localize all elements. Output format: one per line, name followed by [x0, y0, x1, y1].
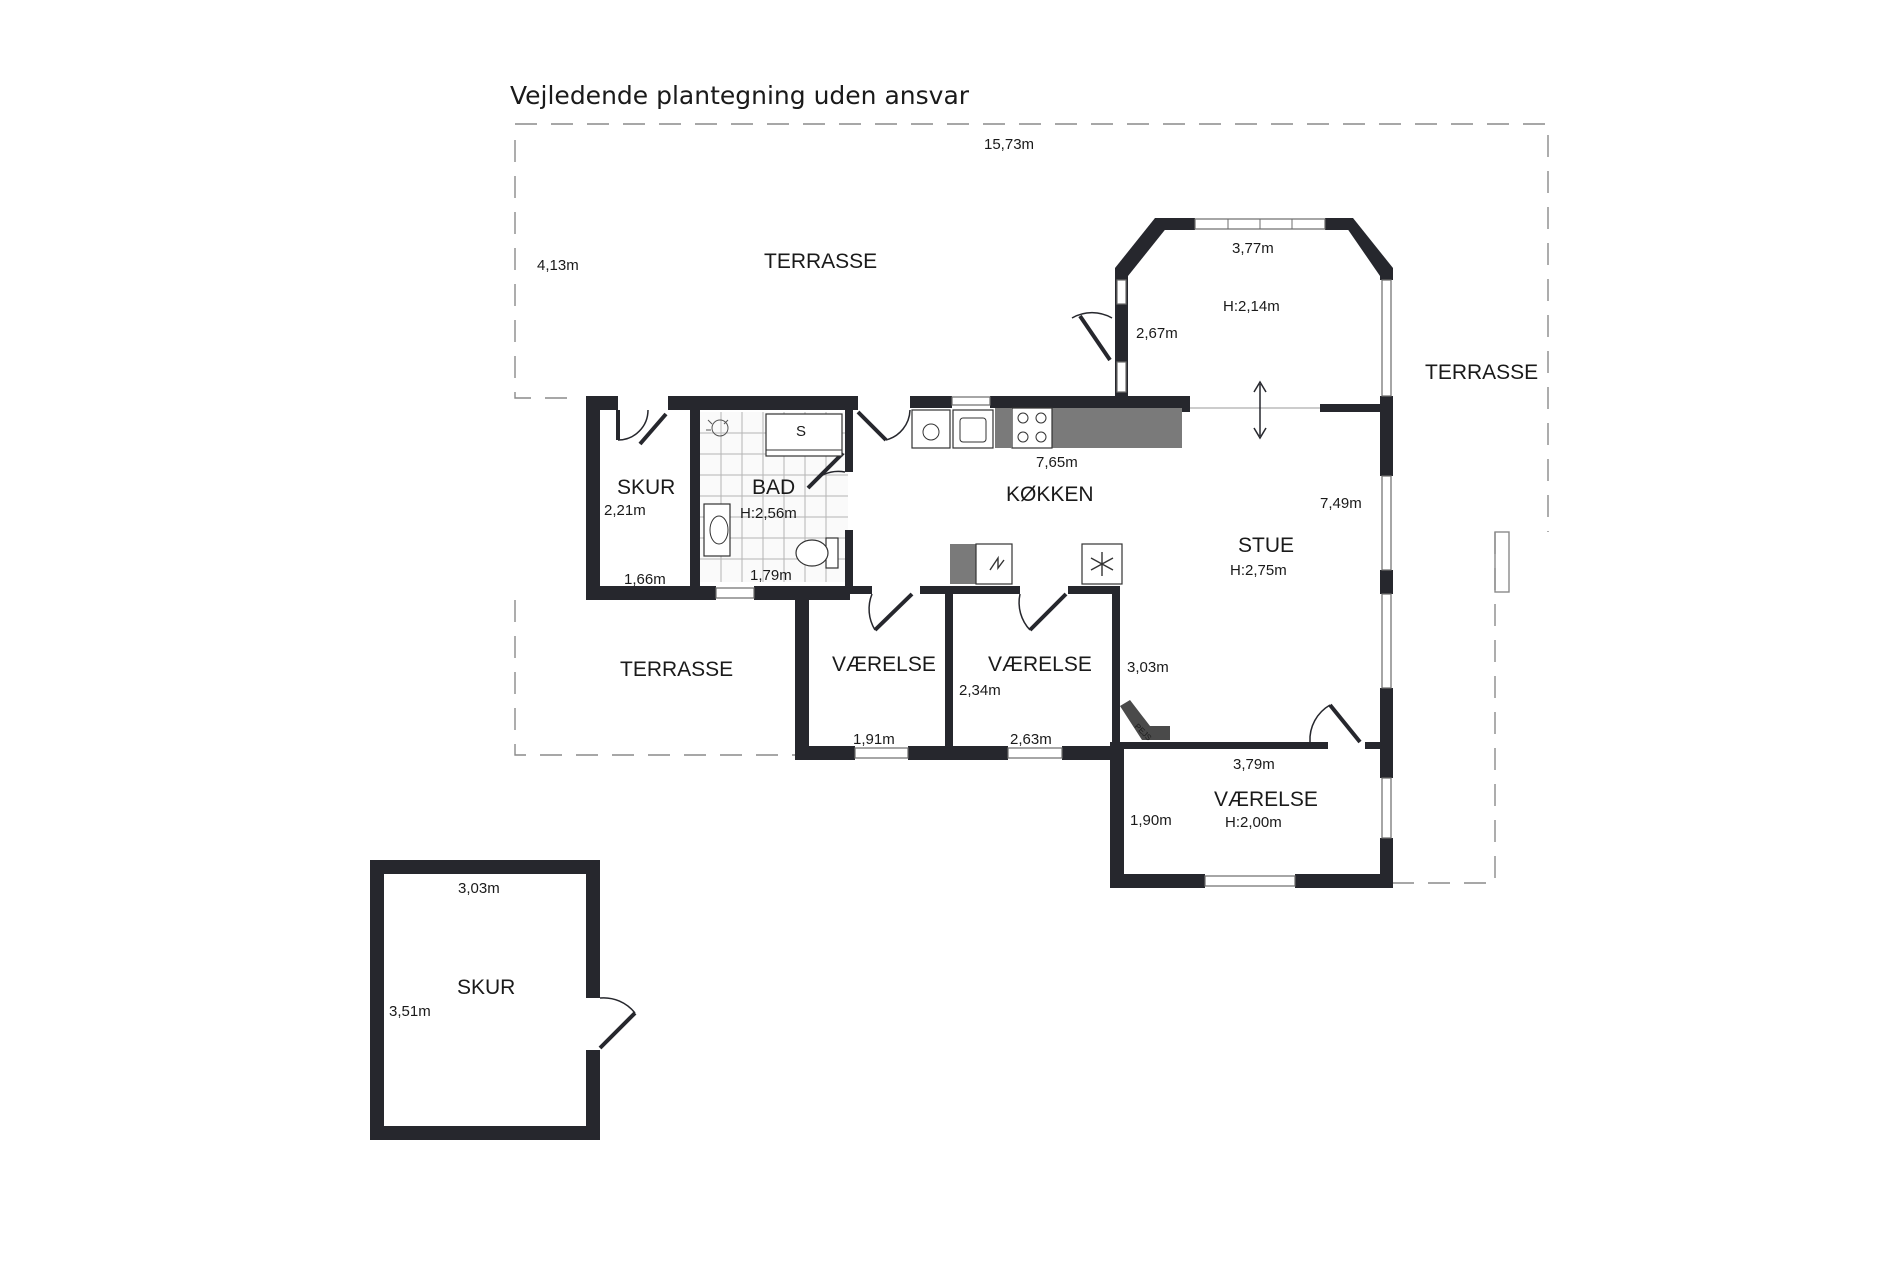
room-label-stue: STUE: [1238, 534, 1294, 557]
dim-bay-width: 3,77m: [1232, 240, 1274, 257]
room-label-vaerelse-3: VÆRELSE: [1214, 788, 1318, 811]
toilet-cistern-label: S: [796, 423, 806, 440]
meter-cabinet-icon: [950, 544, 976, 584]
dim-shed-width: 3,03m: [458, 880, 500, 897]
room-label-skur-detached: SKUR: [457, 976, 515, 999]
dim-skur-depth: 2,21m: [604, 502, 646, 519]
sink-icon: [703, 503, 731, 557]
fireplace-icon: [1120, 700, 1170, 740]
room-label-koekken: KØKKEN: [1006, 483, 1094, 506]
walls: [370, 218, 1393, 1140]
bay-height: H:2,14m: [1223, 298, 1280, 315]
dim-stue-length: 7,49m: [1320, 495, 1362, 512]
doors: [598, 311, 1362, 1050]
stue-height: H:2,75m: [1230, 562, 1287, 579]
dim-vaerelse-2-depth: 2,34m: [959, 682, 1001, 699]
dim-vaerelse-3-width: 3,79m: [1233, 756, 1275, 773]
room-label-bad: BAD: [752, 476, 795, 499]
dim-vaerelse-2-width: 2,63m: [1010, 731, 1052, 748]
room-label-vaerelse-2: VÆRELSE: [988, 653, 1092, 676]
dim-terrace-width: 15,73m: [984, 136, 1034, 153]
windows: [715, 218, 1392, 887]
bad-height: H:2,56m: [740, 505, 797, 522]
vaerelse-3-height: H:2,00m: [1225, 814, 1282, 831]
dim-terrace-depth: 4,13m: [537, 257, 579, 274]
terrace-outlines: [514, 123, 1549, 884]
stove-icon: [1011, 407, 1053, 449]
room-label-terrasse-top: TERRASSE: [764, 250, 877, 273]
dim-skur-width: 1,66m: [624, 571, 666, 588]
room-label-vaerelse-1: VÆRELSE: [832, 653, 936, 676]
dim-vaerelse-3-depth: 1,90m: [1130, 812, 1172, 829]
dim-kitchen-length: 7,65m: [1036, 454, 1078, 471]
double-arrow-icon: [1253, 380, 1267, 440]
dimension-labels: 15,73m 4,13m 3,77m 2,67m 7,65m 7,49m 2,2…: [389, 136, 1362, 1020]
dim-bay-depth: 2,67m: [1136, 325, 1178, 342]
freezer-icon: [1081, 543, 1123, 585]
toilet-icon: [795, 539, 829, 567]
room-label-skur: SKUR: [617, 476, 675, 499]
shower-icon: [711, 419, 729, 437]
plan-caption: Vejledende plantegning uden ansvar: [510, 81, 970, 110]
dim-shed-depth: 3,51m: [389, 1003, 431, 1020]
dim-vaerelse-1-width: 1,91m: [853, 731, 895, 748]
room-label-terrasse-left: TERRASSE: [620, 658, 733, 681]
room-labels: TERRASSE TERRASSE TERRASSE SKUR BAD H:2,…: [457, 250, 1538, 999]
dim-stue-width: 3,03m: [1127, 659, 1169, 676]
room-label-terrasse-right: TERRASSE: [1425, 361, 1538, 384]
washer-icon: [911, 409, 951, 449]
dim-bad-width: 1,79m: [750, 567, 792, 584]
